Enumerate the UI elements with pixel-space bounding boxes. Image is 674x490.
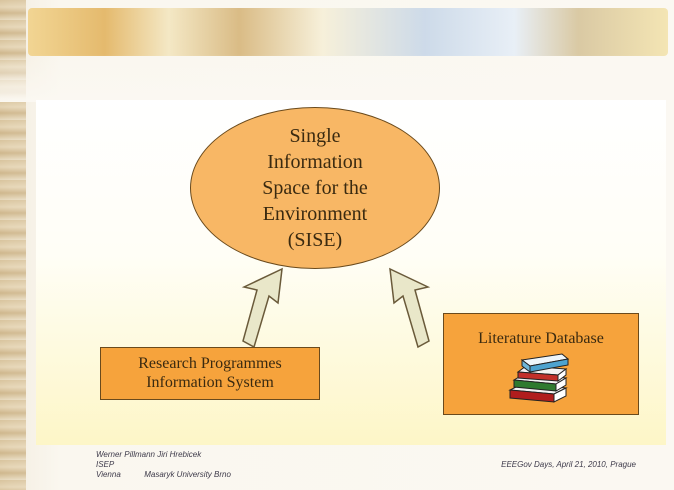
- sise-node: Single Information Space for the Environ…: [190, 107, 440, 269]
- footer-authors-line2: ISEP Vienna Masaryk University Brno: [96, 460, 231, 480]
- sise-line-2: Information: [267, 151, 363, 173]
- right-arrow: [389, 267, 431, 349]
- sise-line-3: Space for the: [262, 177, 368, 199]
- sise-node-label: Single Information Space for the Environ…: [245, 123, 385, 253]
- sise-line-1: Single: [289, 125, 341, 147]
- footer-event: EEEGov Days, April 21, 2010, Prague: [501, 460, 636, 469]
- banner-fade: [0, 54, 674, 102]
- sise-line-4: Environment: [262, 203, 368, 225]
- research-programmes-node: Research Programmes Information System: [100, 347, 320, 400]
- left-arrow-shape: [241, 267, 283, 349]
- research-line-1: Research Programmes: [138, 355, 282, 372]
- footer-affiliation-1: ISEP Vienna: [96, 460, 121, 479]
- footer-authors-line1: Werner Pillmann Jiri Hrebicek: [96, 450, 202, 459]
- right-arrow-shape: [389, 267, 431, 349]
- books-icon: [508, 353, 570, 403]
- research-line-2: Information System: [146, 374, 274, 391]
- literature-database-label: Literature Database: [478, 330, 604, 347]
- left-arrow: [241, 267, 283, 349]
- footer-authors: Werner Pillmann Jiri Hrebicek ISEP Vienn…: [96, 450, 231, 480]
- decorative-banner: [28, 8, 668, 56]
- book-top-blue: [520, 353, 570, 373]
- footer-affiliation-2: Masaryk University Brno: [144, 470, 231, 479]
- sise-line-5: (SISE): [287, 229, 343, 251]
